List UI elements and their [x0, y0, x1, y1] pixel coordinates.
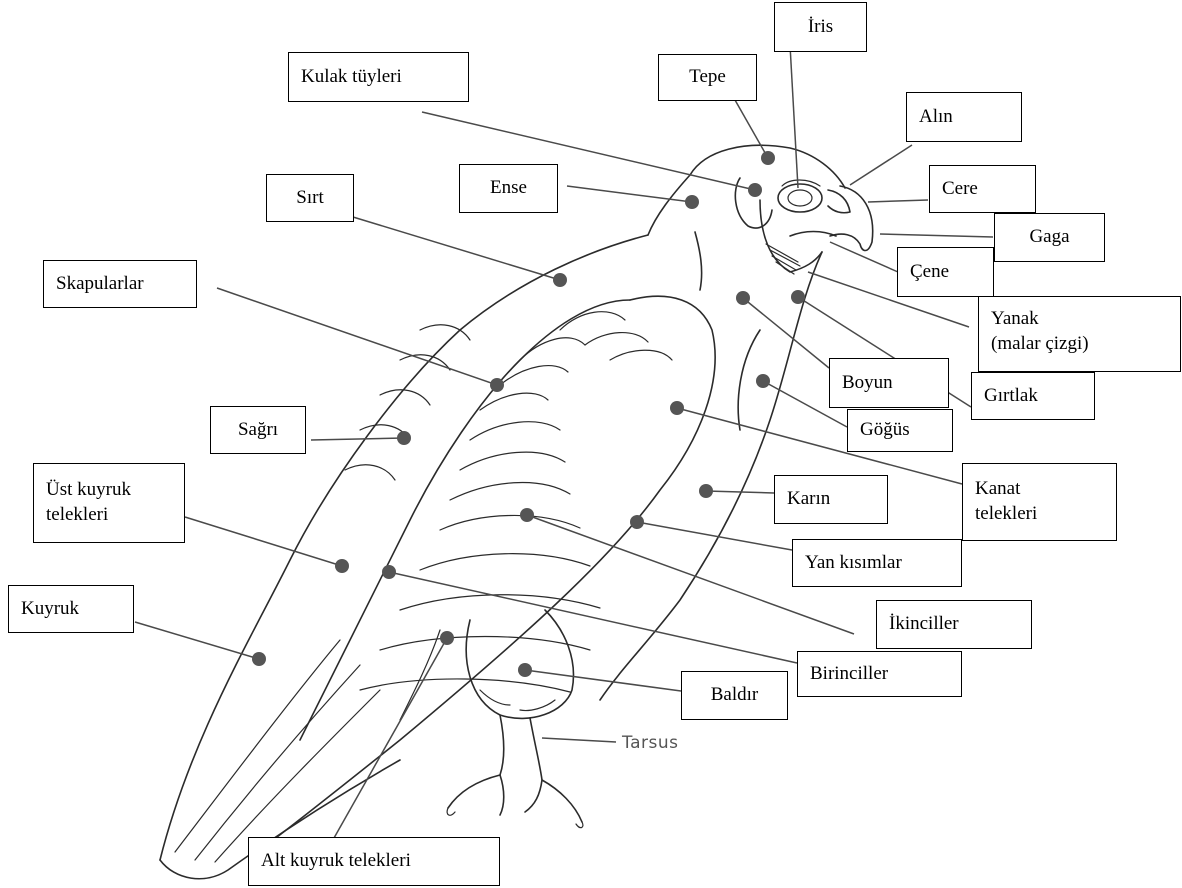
- label-yanak: Yanak (malar çizgi): [978, 296, 1181, 372]
- marker-ense: [685, 195, 699, 209]
- marker-girtlak: [791, 290, 805, 304]
- marker-boyun: [736, 291, 750, 305]
- label-skapularlar: Skapularlar: [43, 260, 197, 308]
- label-alin: Alın: [906, 92, 1022, 142]
- marker-yan: [630, 515, 644, 529]
- label-iris: İris: [774, 2, 867, 52]
- label-ust-kuyruk-telekleri: Üst kuyruk telekleri: [33, 463, 185, 543]
- label-yan-kisimlar: Yan kısımlar: [792, 539, 962, 587]
- label-boyun: Boyun: [829, 358, 949, 408]
- label-karin: Karın: [774, 475, 888, 524]
- marker-ustkuyruk: [335, 559, 349, 573]
- label-girtlak: Gırtlak: [971, 372, 1095, 420]
- marker-tepe: [761, 151, 775, 165]
- falcon-outline: [160, 145, 873, 878]
- marker-ikinciller: [520, 508, 534, 522]
- marker-kulak: [748, 183, 762, 197]
- label-baldir: Baldır: [681, 671, 788, 720]
- label-cere: Cere: [929, 165, 1036, 213]
- label-kulak-tuyleri: Kulak tüyleri: [288, 52, 469, 102]
- label-cene: Çene: [897, 247, 994, 297]
- label-birinciller: Birinciller: [797, 651, 962, 697]
- label-ense: Ense: [459, 164, 558, 213]
- label-kuyruk: Kuyruk: [8, 585, 134, 633]
- marker-sagri: [397, 431, 411, 445]
- label-alt-kuyruk-telekleri: Alt kuyruk telekleri: [248, 837, 500, 886]
- marker-sirt: [553, 273, 567, 287]
- label-gogus: Göğüs: [847, 409, 953, 452]
- marker-altkuyruk: [440, 631, 454, 645]
- marker-baldir: [518, 663, 532, 677]
- marker-skapular: [490, 378, 504, 392]
- marker-kuyruk: [252, 652, 266, 666]
- label-tepe: Tepe: [658, 54, 757, 101]
- label-kanat-telekleri: Kanat telekleri: [962, 463, 1117, 541]
- label-sagri: Sağrı: [210, 406, 306, 454]
- marker-gogus: [756, 374, 770, 388]
- label-ikinciller: İkinciller: [876, 600, 1032, 649]
- marker-kanat: [670, 401, 684, 415]
- marker-birinciller: [382, 565, 396, 579]
- marker-karin: [699, 484, 713, 498]
- marker-dots: [252, 151, 805, 677]
- label-sirt: Sırt: [266, 174, 354, 222]
- label-tarsus: Tarsus: [622, 732, 678, 754]
- label-gaga: Gaga: [994, 213, 1105, 262]
